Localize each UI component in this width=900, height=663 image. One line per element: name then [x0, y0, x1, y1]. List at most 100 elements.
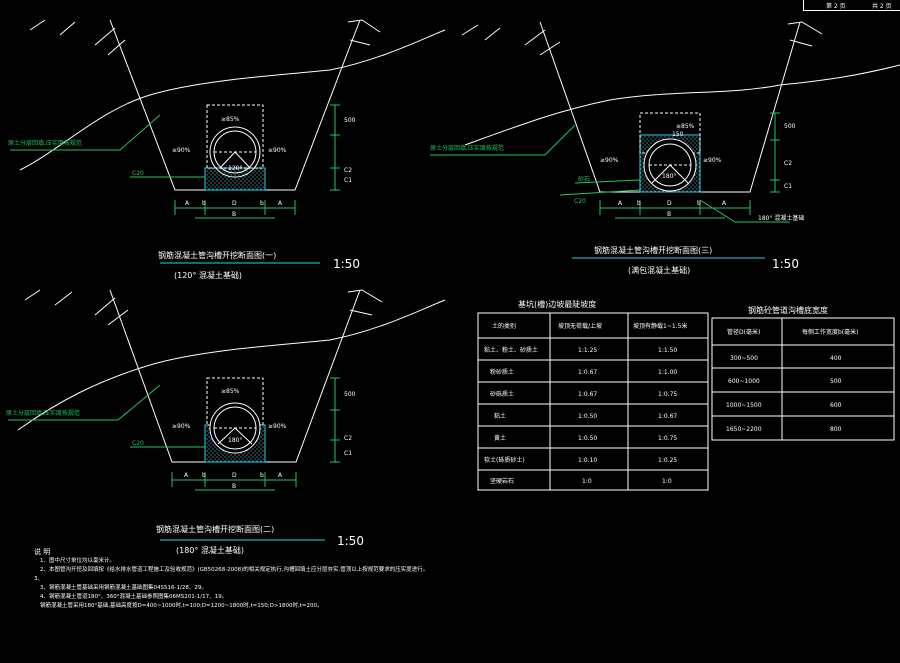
width-r2-c0: 1000~1500 — [726, 402, 762, 409]
s3-dim-c1: C1 — [784, 183, 792, 190]
s1-dim-b-right: b — [260, 200, 264, 207]
width-r2-c1: 600 — [830, 402, 842, 409]
width-r1-c0: 600~1000 — [728, 378, 760, 385]
slope-r4-c0: 黄土 — [494, 434, 506, 442]
slope-r0-c1: 1:1.25 — [578, 347, 597, 354]
angle-arc — [217, 427, 253, 445]
width-r0-c1: 400 — [830, 355, 842, 362]
s3-angle-top: 150 — [672, 131, 684, 138]
s2-dim-b-total: B — [232, 483, 236, 490]
title-block-sheet: 第 2 页 — [826, 3, 846, 10]
slope-r3-c2: 1:0.67 — [658, 413, 677, 420]
slope-r4-c2: 1:0.75 — [658, 435, 677, 442]
s1-compaction-right: ≥90% — [268, 147, 287, 154]
slope-r6-c2: 1:0 — [662, 478, 672, 485]
s1-compaction-left: ≥90% — [172, 147, 191, 154]
slope-table-title: 基坑(槽)边坡最陡坡度 — [518, 299, 596, 309]
s1-scale: 1:50 — [333, 257, 360, 271]
s1-compaction-top: ≥85% — [221, 116, 240, 123]
title-block: 第 2 页 共 2 页 — [803, 0, 900, 11]
section-2 — [8, 289, 446, 541]
s3-sand-label: 砂石 — [578, 175, 590, 183]
ground-line — [19, 29, 446, 171]
s3-compaction-left: ≥90% — [600, 157, 619, 164]
hill-hatch-left — [29, 19, 126, 56]
s3-title: 钢筋混凝土管沟槽开挖断面图(三) — [594, 245, 712, 255]
s3-dim-d: D — [667, 200, 672, 207]
s2-dim-b-right: b — [260, 472, 264, 479]
width-header-1: 每侧工作宽度b(毫米) — [802, 328, 859, 336]
s3-subtitle: (满包混凝土基础) — [628, 265, 690, 275]
notes: 说 明 1、图中尺寸单位均以毫米计。 2、本图管沟开挖及回填按《给水排水管道工程… — [34, 548, 434, 611]
s3-scale: 1:50 — [772, 257, 799, 271]
bottom-note-leader — [699, 199, 790, 223]
s1-dim-b-left: b — [202, 200, 206, 207]
s2-dim-b-left: b — [202, 472, 206, 479]
s3-dim-c2: C2 — [784, 160, 792, 167]
s1-c20: C20 — [132, 170, 144, 177]
slope-header-2: 坡顶有静载1~1.5米 — [633, 322, 687, 330]
s1-dim-c1: C1 — [344, 177, 352, 184]
backfill-leader — [8, 384, 161, 421]
s2-compaction-right: ≥90% — [268, 423, 287, 430]
s2-dim-a-right: A — [278, 472, 283, 479]
ground-line — [464, 64, 900, 146]
title-block-total: 共 2 页 — [872, 3, 892, 10]
s3-dim-b-right: b — [697, 200, 701, 207]
s1-dim-d: D — [232, 200, 237, 207]
s1-dim-b-total: B — [232, 211, 236, 218]
s1-subtitle: (120° 混凝土基础) — [174, 270, 242, 280]
s1-dim-a-left: A — [185, 200, 190, 207]
slope-r5-c0: 软土(砾质砂土) — [484, 456, 525, 464]
s3-dim-a-right: A — [722, 200, 727, 207]
dimension-lines — [599, 112, 780, 219]
slope-r2-c1: 1:0.67 — [578, 391, 597, 398]
s3-dim-b-left: b — [637, 200, 641, 207]
pipe-outer — [209, 126, 261, 178]
angle-arc — [651, 164, 689, 184]
s3-compaction-top: ≥85% — [676, 123, 695, 130]
s2-dim-c2: C2 — [344, 435, 352, 442]
width-r3-c1: 800 — [830, 426, 842, 433]
s2-compaction-left: ≥90% — [172, 423, 191, 430]
dimension-lines — [174, 104, 340, 219]
s3-dim-500: 500 — [784, 123, 796, 130]
s1-dim-500: 500 — [344, 117, 356, 124]
s1-title: 钢筋混凝土管沟槽开挖断面图(一) — [158, 250, 276, 260]
s3-compaction-right: ≥90% — [703, 157, 722, 164]
section-3 — [430, 21, 900, 259]
s2-dim-c1: C1 — [344, 450, 352, 457]
slope-r2-c0: 砂砾质土 — [490, 390, 514, 398]
slope-r1-c0: 粉砂质土 — [490, 368, 514, 376]
width-table — [711, 317, 895, 441]
s1-dim-a-right: A — [278, 200, 283, 207]
width-header-0: 管径D(毫米) — [727, 328, 760, 336]
slope-r5-c2: 1:0.25 — [658, 457, 677, 464]
slope-r1-c2: 1:1.00 — [658, 369, 677, 376]
s3-angle: 180° — [662, 173, 676, 180]
width-r0-c0: 300~500 — [730, 355, 758, 362]
s2-angle: 180° — [228, 437, 242, 444]
s1-dim-c2: C2 — [344, 167, 352, 174]
slope-r4-c1: 1:0.50 — [578, 435, 597, 442]
s1-backfill-note: 原土分层回填,压实度按规范 — [8, 139, 82, 147]
s1-angle: 120° — [228, 165, 242, 172]
backfill-leader — [10, 114, 161, 151]
slope-r6-c0: 坚硬岩石 — [490, 477, 514, 485]
trench-lip — [347, 289, 383, 316]
notes-line-4: 3、钢筋混凝土管基础采用钢筋混凝土基础图集04S516-1/28、29。 — [40, 585, 207, 591]
width-r1-c1: 500 — [830, 378, 842, 385]
slope-r6-c1: 1:0 — [582, 478, 592, 485]
notes-line-3: 3、 — [34, 576, 43, 582]
s3-c20: C20 — [574, 198, 586, 205]
notes-heading: 说 明 — [34, 548, 51, 556]
dimension-lines — [171, 377, 340, 491]
s2-title: 钢筋混凝土管沟槽开挖断面图(二) — [156, 524, 274, 534]
s3-dim-b-total: B — [667, 211, 671, 218]
slope-r1-c1: 1:0.67 — [578, 369, 597, 376]
c20-leader — [559, 189, 641, 196]
width-r3-c0: 1650~2200 — [726, 426, 762, 433]
notes-line-5: 4、钢筋混凝土管道180°、360°混凝土基础参照图集06MS201-1/17、… — [40, 594, 228, 600]
hill-hatch-left — [461, 24, 561, 56]
s3-dim-a-left: A — [618, 200, 623, 207]
